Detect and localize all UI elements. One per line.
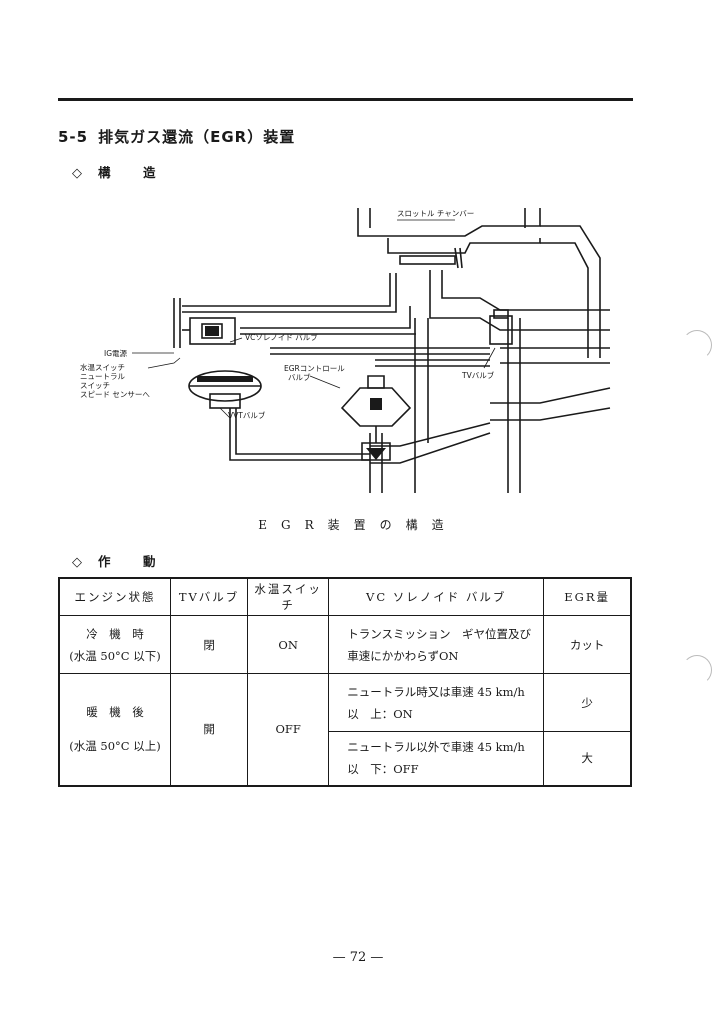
header-water-switch: 水温スイッチ xyxy=(247,577,330,616)
punch-hole-mark xyxy=(682,655,712,685)
vc-solenoid-line-2: 以 下：OFF xyxy=(347,762,419,777)
subsection-structure-heading: ◇ 構 造 xyxy=(72,162,166,181)
cell-tv-valve: 開 xyxy=(170,673,249,786)
engine-state-line-2: (水温 50°C 以下) xyxy=(69,648,161,663)
cell-water-switch: OFF xyxy=(247,673,330,786)
cell-vc-solenoid: トランスミッション ギヤ位置及び 車速にかかわらずON xyxy=(328,615,545,674)
label-throttle-chamber: スロットル チャンバー xyxy=(397,209,474,218)
engine-state-line-2: (水温 50°C 以上) xyxy=(69,739,161,754)
cell-water-switch: ON xyxy=(247,615,330,674)
table-header-row: エンジン状態 TVバルブ 水温スイッチ VC ソレノイド バルブ EGR量 xyxy=(58,577,632,616)
label-egr-control-1: EGRコントロール xyxy=(284,364,345,373)
table-row: 暖 機 後 (水温 50°C 以上) 開 OFF ニュートラル時又は車速 45 … xyxy=(58,673,632,786)
cell-vc-solenoid: ニュートラル以外で車速 45 km/h 以 下：OFF xyxy=(328,731,545,786)
label-vc-solenoid: VCソレノイド バルブ xyxy=(245,332,318,342)
table-row: 冷 機 時 (水温 50°C 以下) 閉 ON トランスミッション ギヤ位置及び… xyxy=(58,615,632,674)
label-tv-valve: TVバルブ xyxy=(461,370,495,380)
vc-solenoid-line-1: ニュートラル時又は車速 45 km/h xyxy=(347,684,525,699)
label-ig-power: IG電源 xyxy=(104,349,128,358)
cell-engine-state: 冷 機 時 (水温 50°C 以下) xyxy=(58,615,172,674)
egr-structure-diagram: スロットル チャンバー VCソレノイド バルブ IG電源 水温スイッチ ニュート… xyxy=(70,198,615,503)
punch-hole-mark xyxy=(682,330,712,360)
subsection-operation-title: 作 動 xyxy=(98,554,166,569)
header-egr-amount: EGR量 xyxy=(543,577,632,616)
label-speed-sensor: スピード センサーへ xyxy=(80,390,150,399)
vc-solenoid-line-1: トランスミッション ギヤ位置及び xyxy=(347,626,532,641)
engine-state-line-1: 冷 機 時 xyxy=(86,626,144,641)
egr-diagram-svg: スロットル チャンバー VCソレノイド バルブ IG電源 水温スイッチ ニュート… xyxy=(80,208,611,493)
vc-solenoid-line-2: 車速にかかわらずON xyxy=(347,648,459,663)
page-number: — 72 — xyxy=(332,950,384,965)
section-heading: 5-5 排気ガス還流（EGR）装置 xyxy=(58,126,295,147)
diamond-icon: ◇ xyxy=(72,166,84,181)
section-number: 5-5 xyxy=(58,128,89,146)
label-vvt-valve: VVTバルブ xyxy=(228,410,266,420)
vc-solenoid-line-1: ニュートラル以外で車速 45 km/h xyxy=(347,740,525,755)
diagram-caption: EGR装置の構造 xyxy=(258,518,458,532)
egr-operation-table: エンジン状態 TVバルブ 水温スイッチ VC ソレノイド バルブ EGR量 冷 … xyxy=(58,577,632,787)
section-title: 排気ガス還流（EGR）装置 xyxy=(98,128,296,146)
subsection-structure-title: 構 造 xyxy=(98,165,166,180)
table-row: ニュートラル以外で車速 45 km/h 以 下：OFF 大 xyxy=(59,731,632,786)
cell-vc-solenoid: ニュートラル時又は車速 45 km/h 以 上：ON xyxy=(328,673,545,732)
label-neutral-switch-2: スイッチ xyxy=(80,381,110,390)
cell-egr-amount: 大 xyxy=(543,731,632,786)
header-engine-state: エンジン状態 xyxy=(58,577,172,616)
cell-tv-valve: 閉 xyxy=(170,615,249,674)
cell-engine-state: 暖 機 後 (水温 50°C 以上) xyxy=(58,673,172,786)
egr-control-valve-body xyxy=(340,387,412,427)
top-rule xyxy=(58,98,633,101)
cell-egr-amount: 少 xyxy=(543,673,632,732)
label-water-temp-switch: 水温スイッチ xyxy=(80,362,125,372)
tv-valve-body xyxy=(489,315,513,345)
engine-state-line-1: 暖 機 後 xyxy=(86,705,144,720)
label-neutral-switch-1: ニュートラル xyxy=(80,372,125,381)
subsection-operation-heading: ◇ 作 動 xyxy=(72,551,166,570)
diamond-icon: ◇ xyxy=(72,555,84,570)
vc-solenoid-line-2: 以 上：ON xyxy=(347,706,413,721)
cell-egr-amount: カット xyxy=(543,615,632,674)
header-tv-valve: TVバルブ xyxy=(170,577,249,616)
label-egr-control-2: バルブ xyxy=(288,372,311,382)
vc-solenoid-body xyxy=(189,317,236,345)
throttle-plate xyxy=(399,255,456,265)
header-vc-solenoid: VC ソレノイド バルブ xyxy=(328,577,545,616)
